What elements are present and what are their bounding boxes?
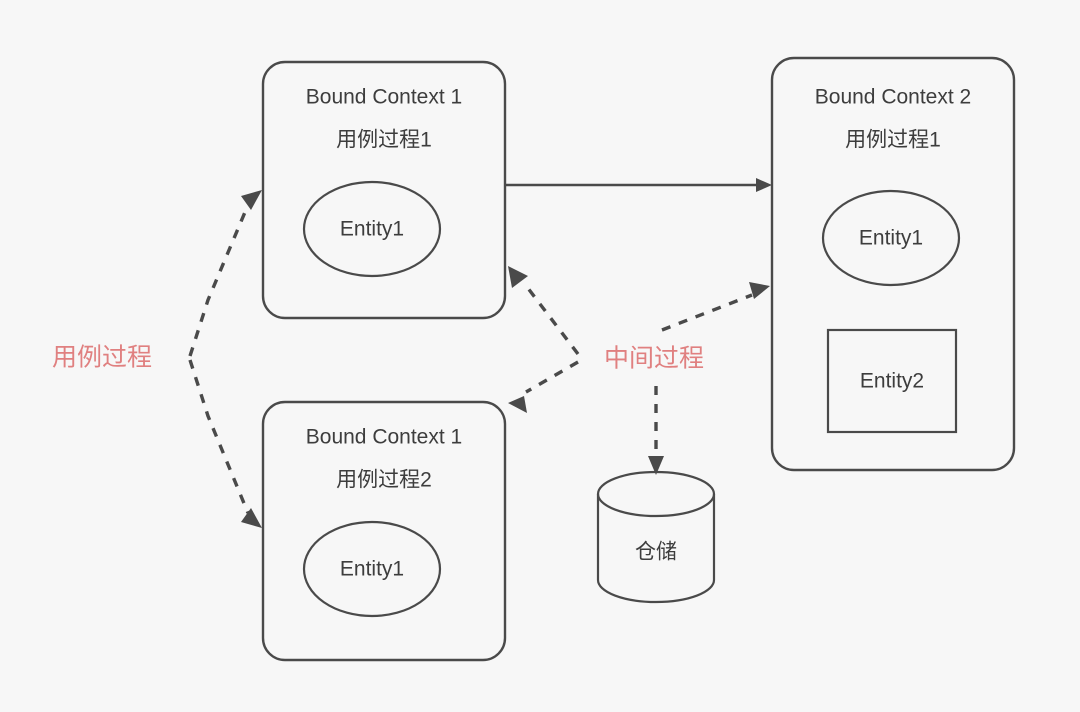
bound-context-2-frame[interactable] [770,56,1016,472]
bound-context-2-entity1-label: Entity1 [859,227,923,250]
bound-context-1-title: Bound Context 1 [306,86,462,109]
bound-context-1-frame[interactable] [261,60,507,320]
edge-middle-junction-to-context3 [508,360,579,413]
bound-context-3-frame[interactable] [261,400,507,662]
annotation-left-label: 用例过程 [52,344,152,372]
node-bound-context-3[interactable]: Bound Context 1 用例过程2 Entity1 [261,400,507,662]
node-bound-context-1[interactable]: Bound Context 1 用例过程1 Entity1 [261,60,507,320]
bound-context-2-entity2-label: Entity2 [860,370,924,393]
edge-middle-junction-to-storage [648,386,664,475]
edge-left-junction-to-context1 [188,190,262,357]
bound-context-1-entity-shape[interactable] [302,180,442,278]
bound-context-3-subtitle: 用例过程2 [336,469,432,492]
bound-context-3-entity-label: Entity1 [340,558,404,581]
edge-middle-junction-to-context2 [661,282,770,332]
node-bound-context-2[interactable]: Bound Context 2 用例过程1 Entity1 Entity2 [770,56,1016,472]
bound-context-3-title: Bound Context 1 [306,426,462,449]
bound-context-2-entity1-shape[interactable] [821,189,961,287]
annotation-middle-label: 中间过程 [604,345,704,373]
edge-middle-junction-to-context1 [508,266,580,356]
node-storage-cylinder[interactable]: 仓储 [596,470,716,604]
bound-context-2-subtitle: 用例过程1 [845,129,941,152]
bound-context-2-title: Bound Context 2 [815,86,971,109]
edge-context1-to-context2 [506,178,772,192]
storage-cylinder-body[interactable] [596,494,716,604]
bound-context-3-entity-shape[interactable] [302,520,442,618]
bound-context-1-subtitle: 用例过程1 [336,129,432,152]
bound-context-1-entity-label: Entity1 [340,218,404,241]
storage-cylinder-top[interactable] [596,470,716,518]
edge-left-junction-to-context3 [188,359,262,528]
bound-context-2-entity2-shape[interactable] [826,328,958,434]
storage-cylinder-label: 仓储 [635,541,677,564]
